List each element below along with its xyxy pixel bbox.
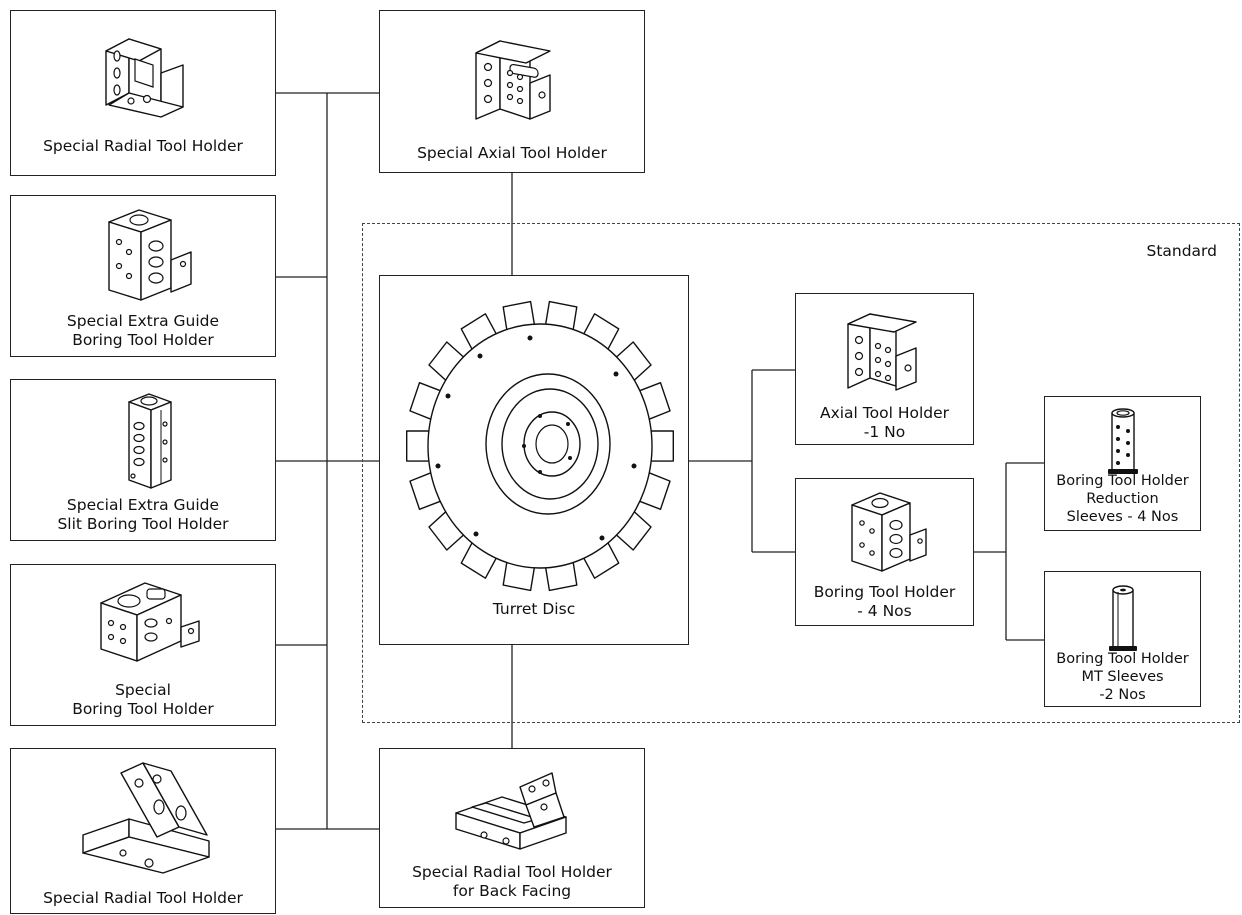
node-label: Boring Tool Holder Reduction Sleeves - 4… bbox=[1056, 473, 1189, 525]
node-label: Special Radial Tool Holder for Back Faci… bbox=[412, 863, 612, 900]
node-label: Boring Tool Holder - 4 Nos bbox=[813, 583, 956, 620]
node-label: Axial Tool Holder -1 No bbox=[819, 404, 950, 441]
standard-group-label: Standard bbox=[1146, 242, 1217, 260]
node-mt-sleeves: Boring Tool Holder MT Sleeves -2 Nos bbox=[1044, 571, 1201, 707]
radial-holder-icon bbox=[105, 38, 184, 118]
node-boring-tool-holder: Boring Tool Holder - 4 Nos bbox=[795, 478, 974, 626]
node-label: Special Extra Guide Slit Boring Tool Hol… bbox=[57, 496, 229, 533]
node-label: Special Radial Tool Holder bbox=[43, 889, 243, 907]
angled-radial-holder-icon bbox=[82, 762, 210, 874]
node-special-extra-guide-slit-boring-tool-holder: Special Extra Guide Slit Boring Tool Hol… bbox=[10, 379, 276, 541]
node-axial-tool-holder: Axial Tool Holder -1 No bbox=[795, 293, 974, 445]
node-turret-disc: Turret Disc bbox=[379, 275, 689, 645]
node-label: Boring Tool Holder MT Sleeves -2 Nos bbox=[1056, 651, 1189, 703]
node-special-extra-guide-boring-tool-holder: Special Extra Guide Boring Tool Holder bbox=[10, 195, 276, 357]
turret-disc-icon bbox=[406, 300, 674, 592]
axial-holder-icon bbox=[475, 40, 551, 120]
node-label: Special Radial Tool Holder bbox=[43, 137, 243, 155]
node-special-radial-tool-holder-bottom: Special Radial Tool Holder bbox=[10, 748, 276, 914]
node-label: Special Extra Guide Boring Tool Holder bbox=[66, 312, 220, 349]
node-label: Special Boring Tool Holder bbox=[72, 681, 214, 718]
node-reduction-sleeves: Boring Tool Holder Reduction Sleeves - 4… bbox=[1044, 396, 1201, 531]
special-boring-block-icon bbox=[100, 582, 200, 662]
slit-boring-block-icon bbox=[128, 393, 172, 489]
node-special-axial-tool-holder: Special Axial Tool Holder bbox=[379, 10, 645, 173]
node-label: Turret Disc bbox=[492, 600, 576, 618]
reduction-sleeve-icon bbox=[1108, 408, 1138, 474]
node-special-boring-tool-holder: Special Boring Tool Holder bbox=[10, 564, 276, 726]
turret-teeth bbox=[406, 300, 674, 592]
boring-block-icon bbox=[851, 492, 927, 572]
boring-block-icon bbox=[108, 209, 192, 301]
node-label: Special Axial Tool Holder bbox=[417, 144, 607, 162]
node-special-radial-tool-holder-back-facing: Special Radial Tool Holder for Back Faci… bbox=[379, 748, 645, 908]
standard-group-frame: Standard bbox=[362, 223, 1240, 723]
back-facing-holder-icon bbox=[455, 772, 567, 850]
mt-sleeve-icon bbox=[1109, 585, 1137, 651]
axial-holder-icon bbox=[847, 313, 917, 391]
node-special-radial-tool-holder-top: Special Radial Tool Holder bbox=[10, 10, 276, 176]
